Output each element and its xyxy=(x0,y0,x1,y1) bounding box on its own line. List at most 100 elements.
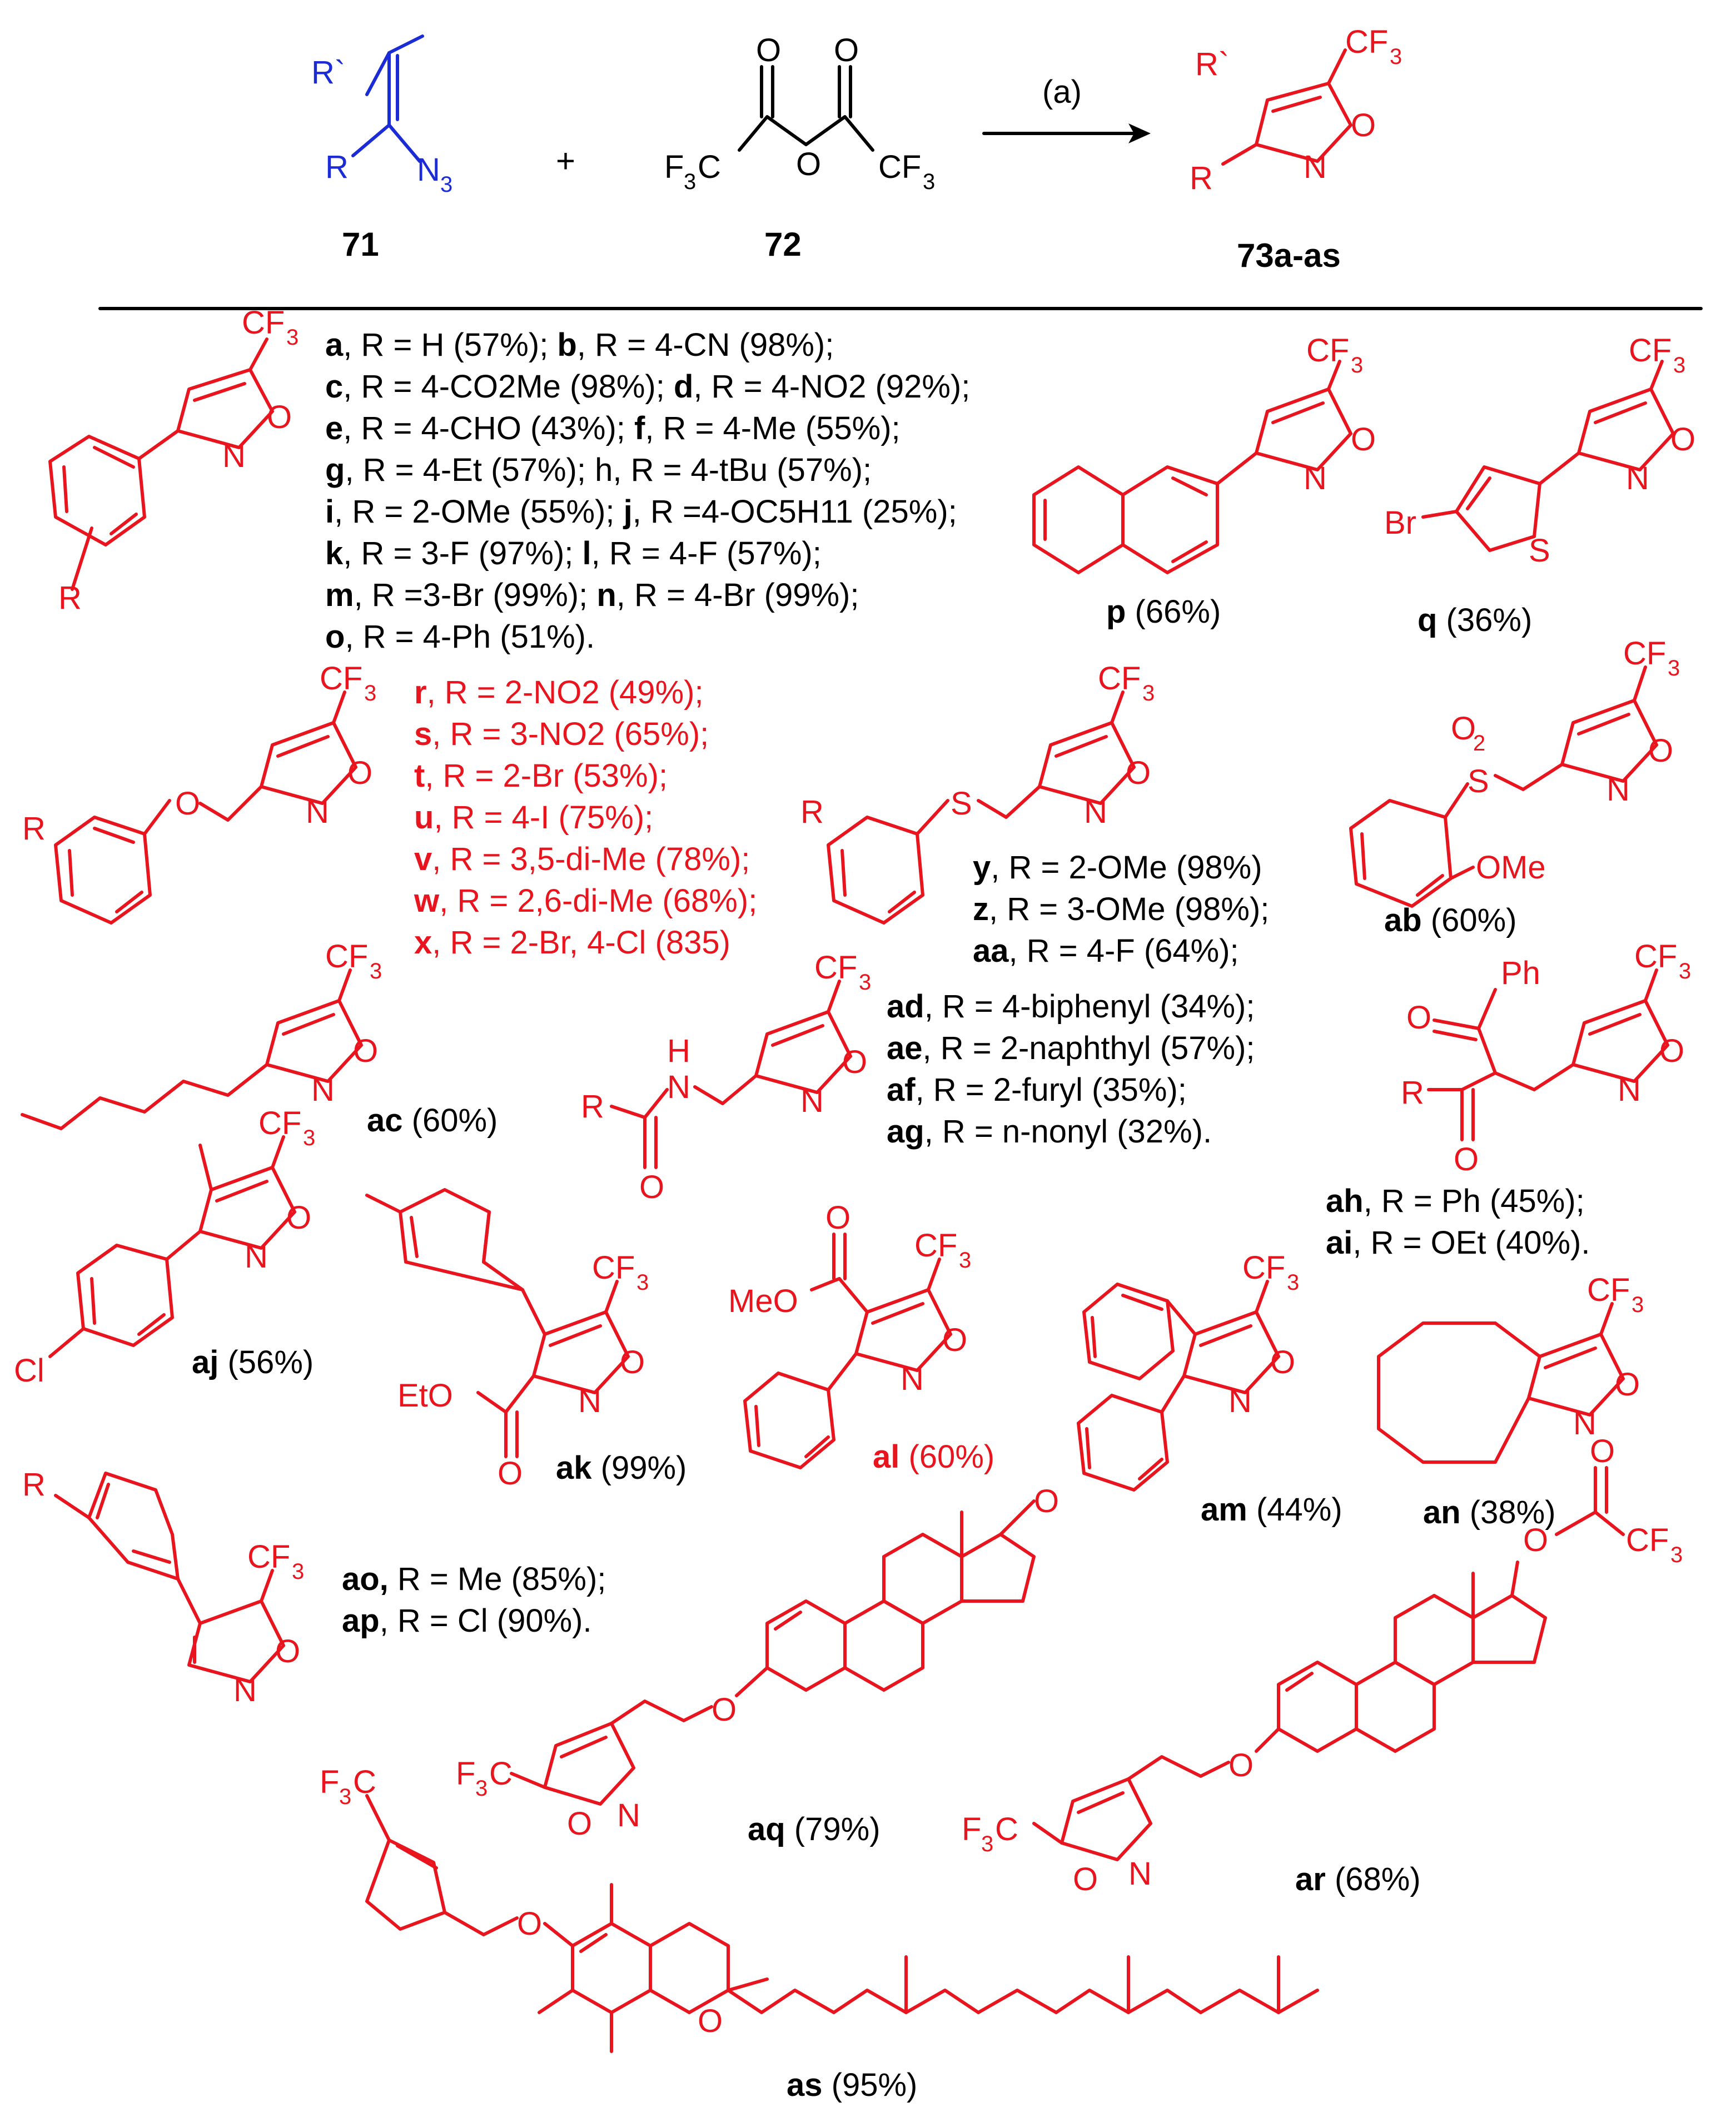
cf3-sub: 3 xyxy=(923,170,935,194)
cf3-label: CF xyxy=(1634,938,1677,975)
svg-text:as (95%): as (95%) xyxy=(787,2067,917,2103)
sulfone-sub: 2 xyxy=(1473,731,1485,756)
ring-n: N xyxy=(578,1383,601,1419)
ether-o: O xyxy=(517,1906,542,1942)
carbonyl-o-left: O xyxy=(756,32,781,68)
cf3-label: CF xyxy=(1306,332,1349,369)
cf3-sub: 3 xyxy=(959,1248,971,1273)
cf3-sub: 3 xyxy=(859,970,871,995)
ring-n: N xyxy=(222,438,246,474)
cf3-label: CF xyxy=(1629,332,1672,369)
ring-n: N xyxy=(233,1672,257,1708)
cf3-label: CF xyxy=(914,1228,957,1264)
thioether-s: S xyxy=(951,786,972,822)
ring-o: O xyxy=(1648,733,1673,769)
svg-text:y, R = 2-OMe (98%): y, R = 2-OMe (98%) xyxy=(973,849,1262,886)
compound-q: CF 3 O N S Br q (36%) xyxy=(1384,332,1695,638)
chroman-o: O xyxy=(698,2003,723,2039)
svg-text:q (36%): q (36%) xyxy=(1417,602,1532,638)
compound-as: F 3 C O O as (95%) xyxy=(320,1764,1319,2103)
svg-text:t, R = 2-Br (53%);: t, R = 2-Br (53%); xyxy=(414,758,668,794)
ring-o: O xyxy=(842,1044,867,1080)
cf3-sub: 3 xyxy=(1287,1270,1299,1295)
svg-text:c, R = 4-CO2Me (98%); d, R = 4: c, R = 4-CO2Me (98%); d, R = 4-NO2 (92%)… xyxy=(325,369,970,405)
svg-text:ak (99%): ak (99%) xyxy=(556,1450,687,1486)
compound-ab: CF 3 O N S O 2 OMe ab (60%) xyxy=(1349,635,1680,938)
cf3-sub: 3 xyxy=(636,1270,649,1295)
cf3-label: CF xyxy=(258,1105,301,1141)
svg-text:m, R =3-Br (99%); n, R = 4-Br: m, R =3-Br (99%); n, R = 4-Br (99%); xyxy=(325,577,859,613)
compound-ac: CF 3 O N ac (60%) xyxy=(21,938,498,1139)
r-substituent: R xyxy=(800,794,824,830)
entries-ah-ai: ah, R = Ph (45%); ai, R = OEt (40%). xyxy=(1326,1183,1590,1261)
f3c-c: C xyxy=(995,1811,1018,1847)
svg-text:ag, R = n-nonyl (32%).: ag, R = n-nonyl (32%). xyxy=(887,1114,1212,1150)
cf3-sub: 3 xyxy=(1351,353,1363,377)
bridging-o: O xyxy=(796,146,821,182)
cf3-cf: CF xyxy=(878,149,921,185)
cf3-label: CF xyxy=(592,1250,635,1286)
carbonyl-o: O xyxy=(1590,1433,1615,1469)
f3c-f: F xyxy=(456,1756,475,1792)
svg-text:ar (68%): ar (68%) xyxy=(1295,1861,1421,1897)
cf3-sub: 3 xyxy=(1673,353,1685,377)
plus-sign: + xyxy=(556,142,575,180)
amide-o: O xyxy=(639,1169,664,1205)
ring-n: N xyxy=(901,1361,924,1397)
ring-o: O xyxy=(286,1200,311,1236)
structure-aryloxymethyl: CF 3 O N O R xyxy=(22,660,376,925)
cf3-label: CF xyxy=(1242,1250,1285,1286)
ester-o: O xyxy=(498,1455,523,1492)
cf3-label: CF xyxy=(325,938,368,975)
carbonyl-o-right: O xyxy=(834,32,859,68)
svg-text:ae, R = 2-naphthyl (57%);: ae, R = 2-naphthyl (57%); xyxy=(887,1030,1255,1066)
svg-text:ah, R = Ph (45%);: ah, R = Ph (45%); xyxy=(1326,1183,1585,1219)
ring-o: O xyxy=(620,1344,645,1380)
ring-n: N xyxy=(1573,1405,1596,1442)
r-substituent: R xyxy=(581,1089,604,1125)
cf3-sub: 3 xyxy=(286,325,299,350)
ring-n: N xyxy=(1228,1383,1252,1419)
entries-a-o: a, R = H (57%); b, R = 4-CN (98%); c, R … xyxy=(325,327,970,655)
ether-o: O xyxy=(712,1692,737,1728)
compound-aq: F 3 C O N O O aq (79%) xyxy=(456,1483,1059,1847)
structure-diketone: CF 3 O N Ph O R O xyxy=(1401,938,1691,1177)
cf3-sub: 3 xyxy=(292,1559,304,1584)
ring-n: N xyxy=(1304,460,1327,496)
svg-text:g, R = 4-Et (57%); h, R = 4-tB: g, R = 4-Et (57%); h, R = 4-tBu (57%); xyxy=(325,452,872,488)
ester-o: O xyxy=(1523,1522,1548,1558)
ether-o: O xyxy=(175,786,200,822)
ring-o: O xyxy=(1670,421,1695,458)
f3c-sub: 3 xyxy=(981,1832,993,1856)
cf3-sub: 3 xyxy=(364,681,376,705)
ring-n: N xyxy=(306,794,329,830)
svg-text:p (66%): p (66%) xyxy=(1106,594,1221,630)
compound-aj: CF 3 O N Cl aj (56%) xyxy=(14,1105,315,1389)
r-substituent: R xyxy=(22,1467,46,1503)
product-r: R xyxy=(1190,160,1213,196)
f3c-sub: 3 xyxy=(684,170,696,194)
ring-n: N xyxy=(1128,1856,1152,1892)
ring-n: N xyxy=(1618,1072,1641,1108)
entries-ad-ag: ad, R = 4-biphenyl (34%); ae, R = 2-naph… xyxy=(887,988,1255,1150)
r-label: R xyxy=(325,149,349,185)
br-label: Br xyxy=(1384,505,1416,541)
cf3-sub: 3 xyxy=(1668,656,1680,680)
cf3-sub: 3 xyxy=(370,959,382,983)
ring-n: N xyxy=(1626,460,1649,496)
f3c-sub: 3 xyxy=(475,1776,488,1801)
structure-aryl-isoxazole: CF 3 O N R xyxy=(48,305,299,616)
ketone-o: O xyxy=(1034,1483,1059,1519)
ether-o: O xyxy=(1228,1747,1253,1783)
compound-p: CF 3 O N p (66%) xyxy=(1032,332,1376,630)
reactant-72: O O O F 3 C CF 3 72 xyxy=(664,32,935,263)
ring-o: O xyxy=(1659,1033,1684,1069)
svg-text:v, R = 3,5-di-Me (78%);: v, R = 3,5-di-Me (78%); xyxy=(414,841,750,877)
cf3-sub: 3 xyxy=(303,1126,315,1150)
ph-label: Ph xyxy=(1501,955,1540,991)
svg-text:k, R = 3-F (97%); l, R = 4-F (: k, R = 3-F (97%); l, R = 4-F (57%); xyxy=(325,535,822,572)
svg-text:r, R = 2-NO2 (49%);: r, R = 2-NO2 (49%); xyxy=(414,674,704,710)
ring-o: O xyxy=(275,1633,300,1669)
product-o: O xyxy=(1351,107,1376,143)
cf3-sub: 3 xyxy=(1670,1543,1683,1567)
